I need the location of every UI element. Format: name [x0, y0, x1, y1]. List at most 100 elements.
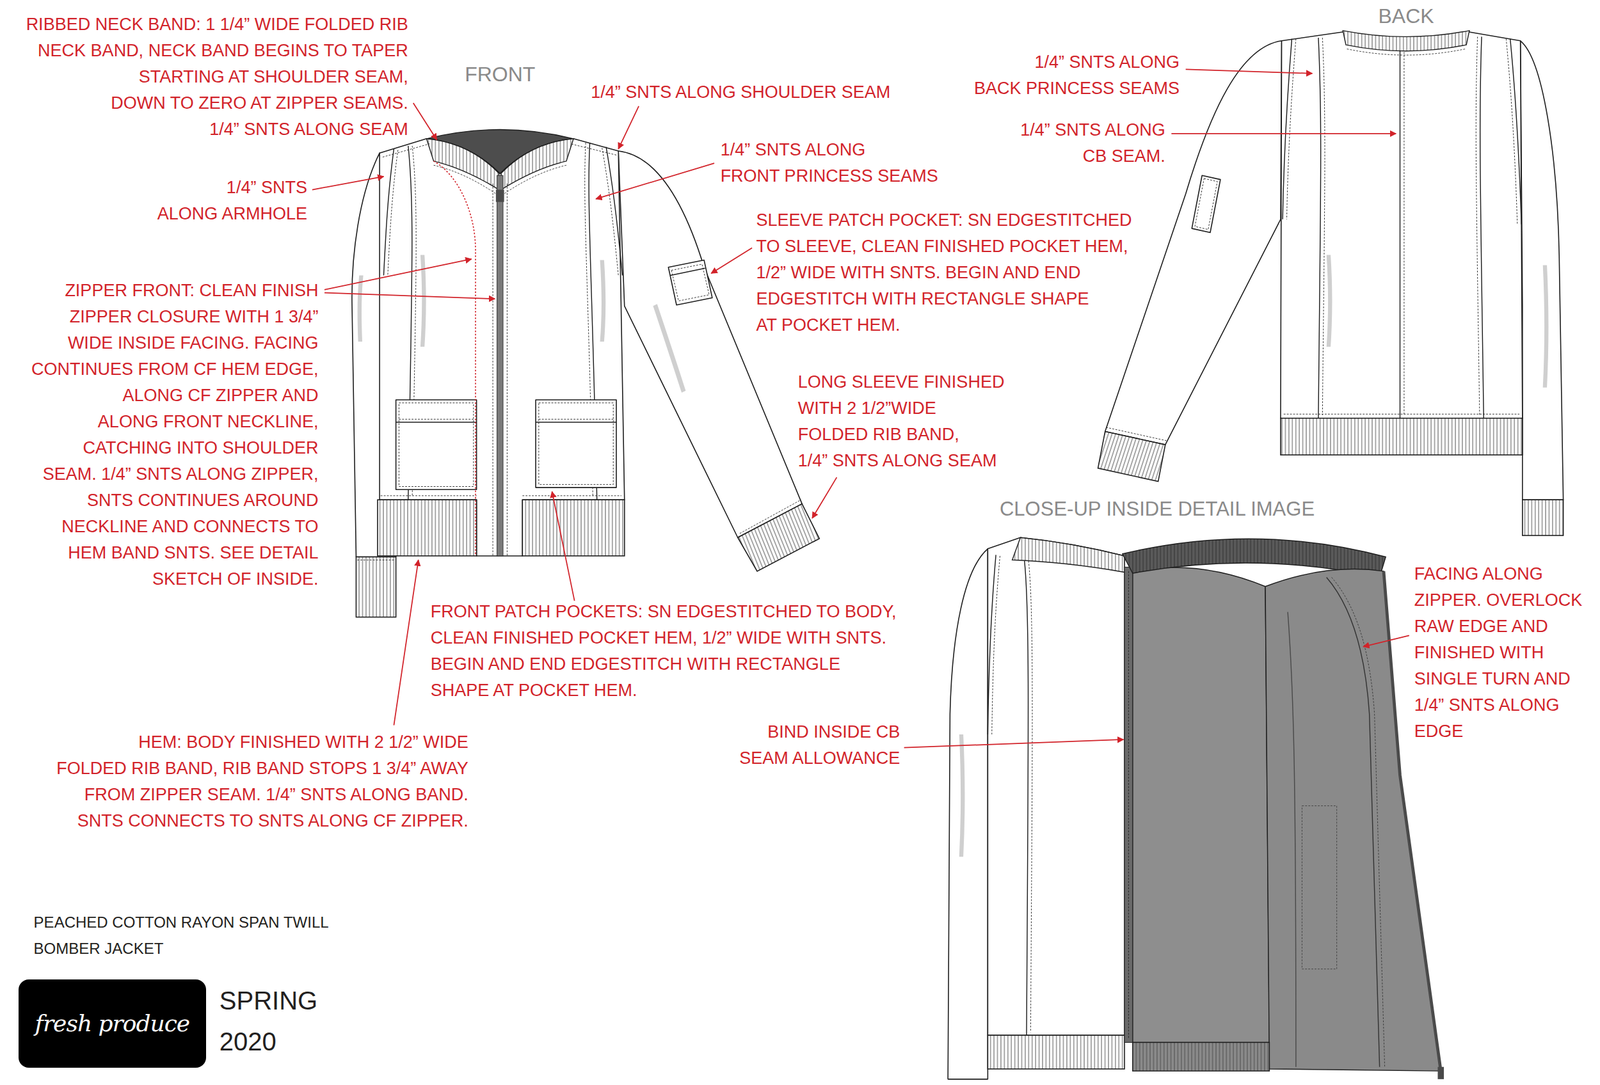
inside-detail	[947, 537, 1444, 1080]
pocket-outline	[1301, 806, 1337, 970]
pocket-hem	[670, 268, 706, 276]
neck-stitch	[504, 165, 567, 194]
hem-band	[1280, 418, 1523, 456]
leader-arrow	[595, 163, 715, 200]
princess-seam	[1024, 561, 1029, 1036]
body-shade	[600, 260, 607, 343]
neck-band-right	[501, 138, 574, 191]
pocket-stitch	[398, 403, 473, 488]
armhole-seam	[606, 147, 623, 276]
zipper-tape	[496, 175, 504, 557]
zipper-pull	[1437, 1067, 1444, 1080]
callout-note: HEM: BODY FINISHED WITH 2 1/2” WIDE FOLD…	[56, 729, 469, 835]
left-collar	[1012, 537, 1125, 573]
left-hem-band	[987, 1035, 1125, 1070]
callout-note: 1/4” SNTS ALONG FRONT PRINCESS SEAMS	[720, 136, 939, 190]
leader-lines	[312, 69, 1410, 748]
front-pocket	[535, 400, 617, 488]
leader-arrow	[618, 106, 639, 150]
front-pocket	[396, 400, 477, 490]
cb-binding	[1124, 567, 1133, 1043]
leader-arrow	[1185, 69, 1313, 73]
armhole-stitch	[1505, 39, 1518, 225]
right-sleeve	[618, 151, 802, 538]
left-cuff	[355, 557, 396, 618]
sleeve-shade	[357, 275, 364, 342]
leader-arrow	[711, 247, 752, 274]
collar-stitch	[1347, 49, 1466, 56]
leader-arrow	[1363, 635, 1410, 648]
back-collar	[1342, 30, 1470, 52]
pocket-hem	[396, 421, 477, 423]
leader-arrow	[812, 477, 837, 519]
leader-arrow	[324, 293, 495, 300]
right-cuff	[1522, 499, 1564, 536]
body-back	[1280, 31, 1523, 418]
inside-back	[1132, 567, 1270, 1043]
left-cuff	[1098, 431, 1166, 482]
callout-note: ZIPPER FRONT: CLEAN FINISH ZIPPER CLOSUR…	[31, 277, 319, 593]
callout-note: RIBBED NECK BAND: 1 1/4” WIDE FOLDED RIB…	[26, 11, 409, 143]
princess-seam	[1318, 37, 1321, 419]
shoulder-stitch	[570, 144, 617, 156]
callout-note: 1/4” SNTS ALONG CB SEAM.	[1020, 117, 1166, 170]
callout-note: FACING ALONG ZIPPER. OVERLOCK RAW EDGE A…	[1414, 561, 1583, 745]
princess-stitch	[1028, 561, 1033, 1033]
sleeve-shade	[1543, 265, 1549, 388]
leader-arrow	[904, 739, 1124, 749]
cuff-stitch	[1105, 427, 1167, 441]
callout-note: FRONT PATCH POCKETS: SN EDGESTITCHED TO …	[430, 599, 897, 704]
cuff-stitch	[739, 499, 802, 534]
binding-stitch	[1128, 571, 1129, 1039]
sleeve-pocket	[1191, 175, 1221, 233]
hem-stitch	[1283, 414, 1520, 415]
callout-note: BIND INSIDE CB SEAM ALLOWANCE	[739, 719, 900, 772]
right-sleeve	[1520, 40, 1564, 500]
shoulder-stitch	[382, 144, 430, 158]
callout-note: 1/4” SNTS ALONG BACK PRINCESS SEAMS	[974, 49, 1180, 102]
body-front	[379, 138, 625, 557]
left-front-panel	[987, 537, 1125, 1036]
zipper-stitch	[492, 183, 507, 557]
armhole-stitch	[602, 147, 619, 276]
pocket-stitch	[1194, 178, 1218, 230]
callout-note: LONG SLEEVE FINISHED WITH 2 1/2”WIDE FOL…	[798, 369, 1005, 475]
leader-arrow	[312, 176, 384, 191]
armhole-seam	[1510, 39, 1522, 225]
princess-seam	[1480, 36, 1485, 418]
drawing-part	[312, 30, 1564, 1080]
callout-note: SLEEVE PATCH POCKET: SN EDGESTITCHED TO …	[755, 207, 1132, 339]
armhole-stitch	[992, 556, 1001, 735]
pocket-stitch	[671, 264, 710, 301]
hem-band-right	[522, 499, 624, 557]
pocket-hem	[535, 421, 617, 423]
leader-arrow	[393, 560, 418, 726]
facing-line	[433, 161, 476, 557]
left-sleeve	[947, 549, 988, 1080]
inside-princess	[1287, 612, 1296, 1068]
pocket-stitch	[538, 403, 614, 486]
season-label: SPRING 2020	[219, 980, 318, 1063]
facing-stitch	[1331, 577, 1385, 1067]
brand-logo: fresh produce	[18, 979, 207, 1069]
sleeve-shade	[652, 304, 686, 393]
sleeve-shade	[959, 734, 966, 857]
right-cuff	[737, 504, 820, 572]
neck-stitch	[433, 165, 496, 194]
neck-band-left	[426, 138, 499, 191]
body-shade	[1326, 255, 1333, 347]
leader-arrow	[413, 103, 438, 140]
sleeve-pocket	[668, 260, 713, 306]
callout-note: 1/4” SNTS ALONG SHOULDER SEAM	[590, 79, 891, 106]
view-label: FRONT	[464, 61, 536, 88]
leader-arrow	[1171, 133, 1396, 135]
front-jacket	[352, 129, 820, 617]
armhole-stitch	[387, 149, 399, 276]
left-sleeve	[1105, 40, 1282, 445]
view-label: CLOSE-UP INSIDE DETAIL IMAGE	[999, 496, 1315, 523]
leader-arrow	[324, 259, 472, 290]
style-description: PEACHED COTTON RAYON SPAN TWILL BOMBER J…	[33, 909, 329, 962]
back-jacket	[1098, 30, 1564, 536]
armhole-stitch	[1287, 39, 1296, 220]
